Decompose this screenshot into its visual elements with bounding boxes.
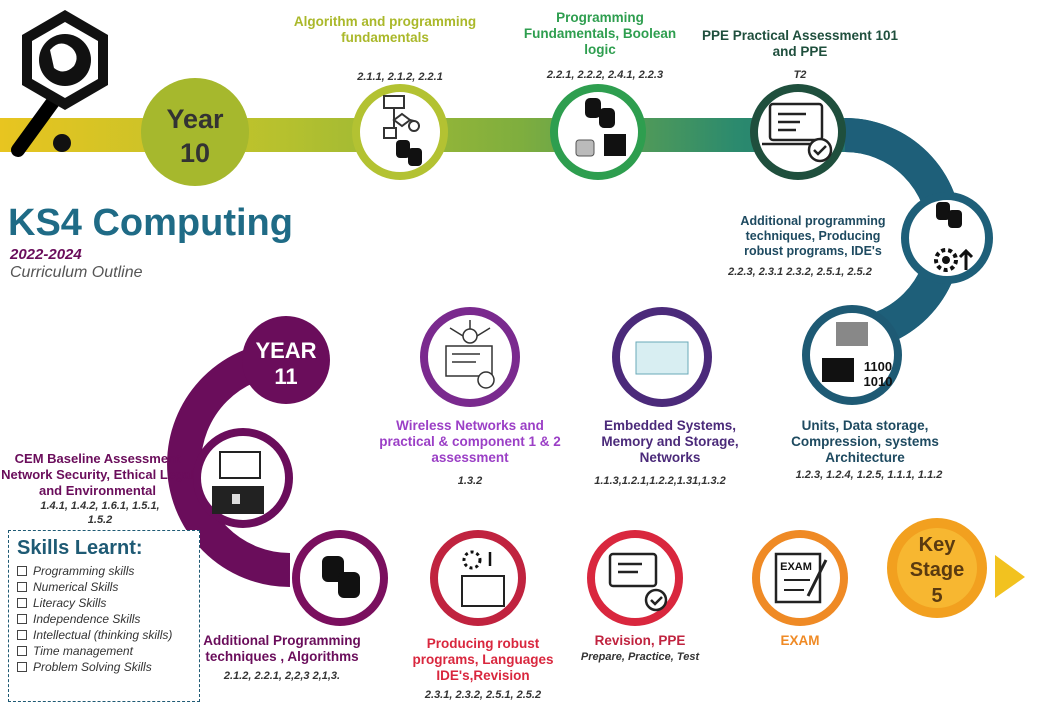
topic-codes: 2.3.1, 2.3.2, 2.5.1, 2.5.2 bbox=[424, 689, 542, 701]
node-algorithm bbox=[352, 84, 448, 180]
topic-title: Producing robust programs, Languages IDE… bbox=[412, 636, 554, 683]
topic-codes: Prepare, Practice, Test bbox=[580, 651, 700, 663]
node-embedded bbox=[612, 307, 712, 407]
exam-icon-label: EXAM bbox=[780, 561, 812, 573]
topic-title: Embedded Systems, Memory and Storage, Ne… bbox=[601, 418, 739, 465]
binary-icon: 1100 1010 bbox=[822, 358, 892, 389]
gear-icon bbox=[934, 248, 974, 272]
network-icon bbox=[445, 320, 495, 389]
topic-codes: 1.3.2 bbox=[457, 475, 483, 487]
exam-icon: EXAM bbox=[774, 552, 828, 604]
topic-title: Additional programming techniques, Produ… bbox=[740, 214, 886, 258]
magnifier-logo-icon bbox=[11, 10, 108, 157]
topic-title: PPE Practical Assessment 101 and PPE bbox=[701, 28, 899, 59]
cpu-icon bbox=[836, 322, 868, 346]
ks5-line1: Key bbox=[919, 534, 957, 556]
node-exam: EXAM bbox=[752, 530, 848, 626]
binary-line2: 1010 bbox=[864, 374, 893, 389]
road-arrowhead bbox=[995, 555, 1025, 598]
python-icon bbox=[936, 202, 962, 228]
topic-codes: 1.2.3, 1.2.4, 1.2.5, 1.1.1, 1.1.2 bbox=[795, 469, 943, 481]
year11-line1: YEAR bbox=[255, 338, 316, 363]
embedded-icon bbox=[635, 341, 689, 375]
skills-list: Programming skills Numerical Skills Lite… bbox=[17, 563, 191, 675]
topic-title: Units, Data storage, Compression, system… bbox=[791, 418, 939, 465]
topic-codes: 2.1.1, 2.1.2, 2.2.1 bbox=[357, 71, 443, 83]
chip-icon bbox=[575, 134, 626, 157]
skill-item: Time management bbox=[17, 643, 191, 659]
topic-codes: T2 bbox=[793, 69, 807, 81]
year10-line1: Year bbox=[166, 104, 224, 134]
topic-codes: 1.4.1, 1.4.2, 1.6.1, 1.5.1, 1.5.2 bbox=[40, 500, 160, 526]
python-icon bbox=[585, 98, 615, 128]
node-robust-programs bbox=[430, 530, 526, 626]
year11-line2: 11 bbox=[274, 364, 297, 389]
topic-codes: 1.1.3,1.2.1,1.2.2,1.31,1.3.2 bbox=[594, 475, 726, 487]
topic-title: Additional Programming techniques , Algo… bbox=[203, 633, 361, 664]
road-left-turn bbox=[167, 341, 291, 587]
skill-item: Problem Solving Skills bbox=[17, 659, 191, 675]
milestone-year10: Year 10 bbox=[141, 78, 249, 186]
page-title: KS4 Computing bbox=[8, 202, 293, 244]
checklist-icon bbox=[608, 552, 668, 612]
gear-icon bbox=[461, 550, 505, 607]
checklist-icon bbox=[762, 102, 833, 163]
ks5-line2: Stage bbox=[910, 559, 964, 581]
node-wireless bbox=[420, 307, 520, 407]
topic-title: EXAM bbox=[780, 633, 820, 648]
python-icon bbox=[322, 556, 360, 598]
topic-title: CEM Baseline Assessment Network Security… bbox=[1, 451, 194, 498]
security-icon bbox=[212, 451, 264, 514]
python-icon bbox=[396, 140, 422, 166]
ks5-line3: 5 bbox=[931, 585, 942, 607]
year10-line2: 10 bbox=[180, 138, 210, 168]
node-units-storage: 1100 1010 bbox=[802, 305, 902, 405]
topic-title: Algorithm and programming fundamentals bbox=[293, 14, 477, 45]
node-additional-algorithms bbox=[292, 530, 388, 626]
topic-codes: 2.1.2, 2.2.1, 2,2,3 2,1,3. bbox=[223, 670, 341, 682]
skills-panel: Skills Learnt: Programming skills Numeri… bbox=[8, 530, 200, 702]
page-subtitle: Curriculum Outline bbox=[10, 264, 143, 281]
node-revision-ppe bbox=[587, 530, 683, 626]
skills-title: Skills Learnt: bbox=[17, 537, 143, 559]
skill-item: Intellectual (thinking skills) bbox=[17, 627, 191, 643]
skill-item: Independence Skills bbox=[17, 611, 191, 627]
flowchart-icon bbox=[383, 95, 420, 139]
year-range: 2022-2024 bbox=[10, 246, 82, 263]
milestone-year11: YEAR 11 bbox=[242, 316, 330, 404]
topic-title: Revision, PPE bbox=[594, 633, 686, 648]
topic-codes: 2.2.1, 2.2.2, 2.4.1, 2.2.3 bbox=[546, 69, 664, 81]
binary-line1: 1100 bbox=[864, 359, 892, 374]
node-cem-baseline bbox=[193, 428, 293, 528]
topic-title: Programming Fundamentals, Boolean logic bbox=[523, 10, 677, 57]
topic-codes: 2.2.3, 2.3.1 2.3.2, 2.5.1, 2.5.2 bbox=[728, 266, 872, 278]
topic-title: Wireless Networks and practical & compon… bbox=[379, 418, 561, 465]
node-programming-boolean bbox=[550, 84, 646, 180]
skill-item: Literacy Skills bbox=[17, 595, 191, 611]
milestone-ks5: Key Stage 5 bbox=[887, 518, 987, 618]
node-additional-programming bbox=[901, 192, 993, 284]
skill-item: Programming skills bbox=[17, 563, 191, 579]
node-ppe-practical bbox=[750, 84, 846, 180]
skill-item: Numerical Skills bbox=[17, 579, 191, 595]
